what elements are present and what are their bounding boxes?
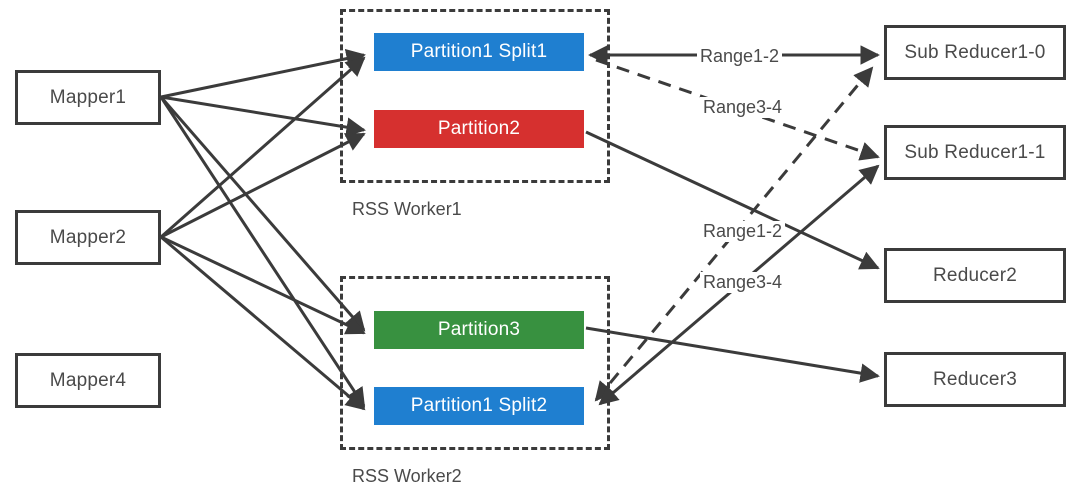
- reducer-box-sub-reducer1-0[interactable]: Sub Reducer1-0: [884, 25, 1066, 80]
- edge-mapper1-to-partition1-split1: [160, 49, 366, 99]
- mapper-label: Mapper2: [49, 226, 127, 248]
- edge-mapper2-to-partition2: [160, 132, 366, 239]
- reducer-box-reducer3[interactable]: Reducer3: [884, 352, 1066, 407]
- reducer-box-sub-reducer1-1[interactable]: Sub Reducer1-1: [884, 125, 1066, 180]
- mapper-box-mapper4[interactable]: Mapper4: [15, 353, 161, 408]
- mapper-label: Mapper1: [49, 86, 127, 108]
- reducer-label: Reducer3: [933, 368, 1017, 390]
- edge-label-range1-2-bottom: Range1-2: [700, 221, 786, 242]
- reducer-box-reducer2[interactable]: Reducer2: [884, 248, 1066, 303]
- edge-mapper2-to-partition1-split2: [160, 235, 366, 411]
- partition-box-partition2[interactable]: Partition2: [374, 110, 584, 148]
- edge-label-range3-4-bottom: Range3-4: [700, 272, 786, 293]
- partition-box-partition1-split2[interactable]: Partition1 Split2: [374, 387, 584, 425]
- edge-mapper2-to-partition3: [160, 235, 366, 335]
- partition-label: Partition3: [437, 319, 521, 340]
- edge-mapper1-to-partition2: [160, 95, 366, 137]
- mapper-label: Mapper4: [49, 369, 127, 391]
- partition-label: Partition1 Split1: [410, 41, 548, 62]
- edge-mapper1-to-partition3: [159, 96, 366, 332]
- reducer-label: Sub Reducer1-1: [904, 141, 1046, 163]
- mapper-box-mapper1[interactable]: Mapper1: [15, 70, 161, 125]
- partition-label: Partition2: [437, 118, 521, 139]
- edge-partition3-to-reducer3: [585, 326, 880, 383]
- reducer-label: Reducer2: [933, 264, 1017, 286]
- worker-label-worker1: RSS Worker1: [352, 199, 462, 219]
- mapper-box-mapper2[interactable]: Mapper2: [15, 210, 161, 265]
- reducer-label: Sub Reducer1-0: [904, 41, 1046, 63]
- partition-label: Partition1 Split2: [410, 395, 548, 416]
- worker-label-worker2: RSS Worker2: [352, 466, 462, 486]
- partition-box-partition1-split1[interactable]: Partition1 Split1: [374, 33, 584, 71]
- partition-box-partition3[interactable]: Partition3: [374, 311, 584, 349]
- edge-label-range3-4-top: Range3-4: [700, 97, 786, 118]
- edge-mapper2-to-partition1-split1: [160, 56, 366, 239]
- edge-partition2-to-reducer2: [585, 130, 880, 270]
- edge-mapper1-to-partition1-split2: [159, 96, 366, 408]
- edge-label-range1-2-top: Range1-2: [697, 46, 783, 67]
